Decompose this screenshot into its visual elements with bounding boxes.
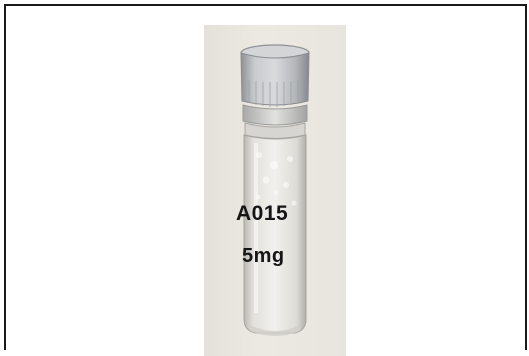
tube-base <box>250 325 300 336</box>
vial-photo: A015 5mg <box>204 25 346 356</box>
vial-label-amount: 5mg <box>242 245 285 267</box>
vial-label-code: A015 <box>236 202 289 225</box>
cap-body <box>240 52 310 106</box>
vial-icon <box>240 44 310 336</box>
vial-tube <box>243 134 307 334</box>
vial-collar <box>242 104 308 126</box>
cap-ridges <box>248 80 299 107</box>
image-frame: A015 5mg <box>4 4 527 356</box>
tube-highlight <box>254 143 258 313</box>
